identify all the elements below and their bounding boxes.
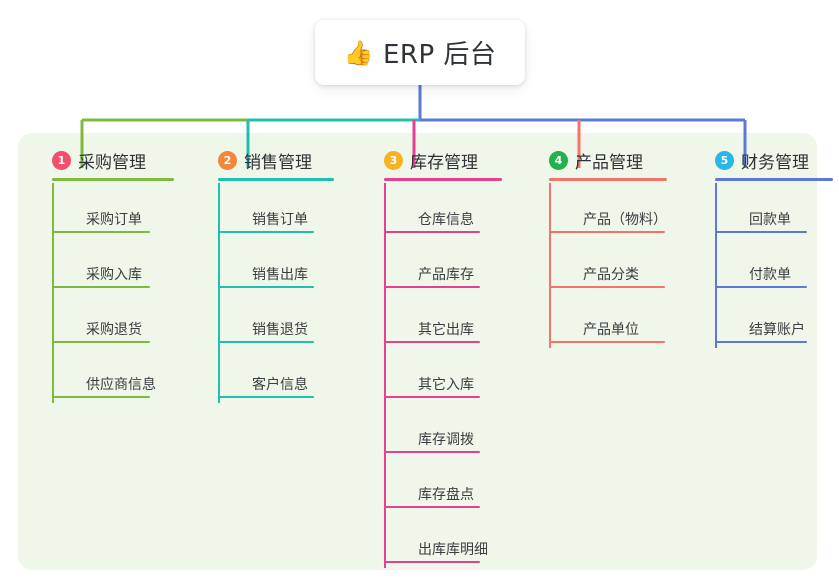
branch-item-rule (549, 341, 665, 343)
branch-item-label: 其它入库 (418, 377, 474, 393)
branch-number-badge: 2 (218, 150, 237, 170)
branch-number-badge: 1 (52, 150, 71, 170)
branch-item-label: 付款单 (749, 267, 791, 283)
branch-header-1[interactable]: 1 采购管理 (30, 147, 180, 173)
root-node-text: ERP 后台 (382, 40, 497, 70)
branch-spine (549, 183, 551, 348)
branch-item-label: 供应商信息 (86, 377, 156, 393)
branch-number-badge: 3 (384, 150, 403, 170)
branch-item-rule (52, 286, 150, 288)
branch-header-2[interactable]: 2 销售管理 (196, 147, 346, 173)
branch-number-badge: 4 (549, 150, 568, 170)
branch-item-label: 产品分类 (583, 267, 639, 283)
branch-item-label: 销售出库 (252, 267, 308, 283)
branch-item-rule (549, 231, 665, 233)
thumbs-up-emoji: 👍 (343, 38, 374, 67)
branch-item-label: 出库库明细 (418, 542, 488, 558)
branch-spine (52, 183, 54, 403)
branch-item-rule (384, 561, 480, 563)
branch-item-label: 库存盘点 (418, 487, 474, 503)
branch-item-label: 产品单位 (583, 322, 639, 338)
branch-header-rule (218, 178, 334, 181)
branch-column-4: 4 产品管理产品（物料） 产品分类产品单位 (527, 147, 687, 348)
branch-item-label: 客户信息 (252, 377, 308, 393)
branch-item-rule (715, 341, 807, 343)
branch-item-rule (218, 231, 314, 233)
branch-item-rule (384, 396, 480, 398)
branch-item-label: 仓库信息 (418, 212, 474, 228)
branch-item-label: 产品库存 (418, 267, 474, 283)
branch-header-5[interactable]: 5 财务管理 (693, 147, 833, 173)
diagram-panel (18, 133, 817, 570)
branch-item-rule (218, 286, 314, 288)
branch-item-rule (384, 231, 480, 233)
branch-header-rule (384, 178, 502, 181)
branch-header-rule (715, 178, 833, 181)
branch-item-rule (384, 341, 480, 343)
branch-item-label: 采购入库 (86, 267, 142, 283)
branch-number-badge: 5 (715, 150, 734, 170)
branch-item-rule (52, 231, 150, 233)
branch-item-rule (384, 451, 480, 453)
branch-title: 产品管理 (575, 152, 643, 173)
branch-item-label: 采购订单 (86, 212, 142, 228)
branch-item-rule (218, 341, 314, 343)
branch-header-rule (52, 178, 174, 181)
branch-column-1: 1 采购管理采购订单采购入库采购退货供应商信息 (30, 147, 180, 403)
branch-header-4[interactable]: 4 产品管理 (527, 147, 687, 173)
branch-spine (384, 183, 386, 568)
branch-spine (715, 183, 717, 348)
branch-item-rule (549, 286, 665, 288)
root-node[interactable]: 👍 ERP 后台 (315, 20, 525, 85)
branch-item-label: 结算账户 (749, 322, 805, 338)
root-node-label: 👍 ERP 后台 (344, 34, 497, 71)
branch-title: 销售管理 (244, 152, 312, 173)
branch-item-label: 产品（物料） (583, 212, 667, 228)
branch-item-rule (52, 341, 150, 343)
branch-column-5: 5 财务管理回款单付款单结算账户 (693, 147, 833, 348)
branch-item-label: 销售退货 (252, 322, 308, 338)
branch-item-rule (384, 506, 480, 508)
branch-title: 库存管理 (410, 152, 478, 173)
branch-header-3[interactable]: 3 库存管理 (362, 147, 512, 173)
branch-column-2: 2 销售管理销售订单销售出库销售退货客户信息 (196, 147, 346, 403)
branch-item-rule (715, 231, 807, 233)
branch-title: 财务管理 (741, 152, 809, 173)
branch-item-rule (715, 286, 807, 288)
branch-item-label: 库存调拨 (418, 432, 474, 448)
branch-spine (218, 183, 220, 403)
branch-header-rule (549, 178, 667, 181)
branch-title: 采购管理 (78, 152, 146, 173)
branch-item-label: 回款单 (749, 212, 791, 228)
branch-item-label: 销售订单 (252, 212, 308, 228)
branch-item-rule (384, 286, 480, 288)
branch-item-label: 采购退货 (86, 322, 142, 338)
branch-item-label: 其它出库 (418, 322, 474, 338)
branch-item-rule (218, 396, 314, 398)
branch-item-rule (52, 396, 150, 398)
branch-column-3: 3 库存管理仓库信息产品库存其它出库其它入库库存调拨库存盘点出库库明细 (362, 147, 512, 568)
